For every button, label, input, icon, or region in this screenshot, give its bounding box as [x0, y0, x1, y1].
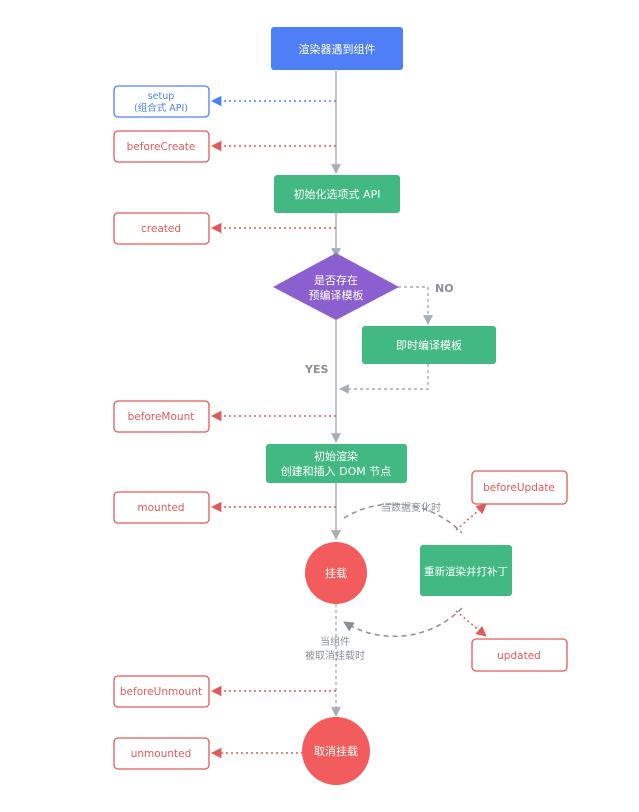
created-hook-label: created	[141, 223, 181, 235]
precompiled-decision-line1: 是否存在	[314, 273, 358, 287]
setup-hook-line1: setup	[148, 91, 175, 102]
updated-hook-label: updated	[497, 650, 541, 662]
update-arrow-updated	[455, 610, 487, 637]
before-mount-hook-box: beforeMount	[113, 400, 210, 433]
mounted-state-node: 挂载	[305, 542, 367, 604]
unmounted-hook-box: unmounted	[113, 737, 210, 770]
yes-label: YES	[304, 363, 328, 376]
before-create-hook-label: beforeCreate	[127, 141, 196, 153]
updated-hook-box: updated	[471, 638, 568, 672]
init-options-node: 初始化选项式 API	[274, 175, 400, 213]
rerender-patch-label: 重新渲染并打补丁	[424, 565, 508, 578]
mounted-hook-label: mounted	[137, 502, 184, 514]
before-mount-hook-label: beforeMount	[128, 411, 195, 423]
unmounted-state-label: 取消挂载	[314, 744, 358, 758]
setup-hook-line2: (组合式 API)	[134, 102, 188, 114]
before-update-hook-label: beforeUpdate	[483, 482, 555, 494]
precompiled-decision-line2: 预编译模板	[309, 288, 364, 302]
flow-arrow-decision-no	[398, 286, 433, 325]
before-unmount-hook-label: beforeUnmount	[120, 686, 202, 698]
renderer-node: 渲染器遇到组件	[271, 27, 403, 70]
init-options-node-label: 初始化选项式 API	[294, 187, 381, 201]
no-label: NO	[435, 282, 454, 295]
update-loop-upper-arc	[343, 503, 463, 534]
flow-arrow-jit-return	[339, 364, 429, 394]
precompiled-decision-node: 是否存在 预编译模板	[273, 253, 399, 320]
jit-compile-node-label: 即时编译模板	[396, 338, 462, 352]
on-unmount-line2: 被取消挂载时	[305, 649, 365, 662]
mounted-hook-box: mounted	[113, 491, 210, 524]
before-unmount-hook-box: beforeUnmount	[113, 675, 210, 708]
initial-render-line2: 创建和插入 DOM 节点	[281, 464, 392, 478]
update-arrow-before-update	[455, 503, 487, 531]
on-unmount-line1: 当组件	[320, 635, 350, 648]
unmounted-state-node: 取消挂载	[302, 717, 370, 785]
update-loop-lower-arc	[343, 607, 463, 638]
initial-render-node: 初始渲染 创建和插入 DOM 节点	[266, 444, 407, 483]
created-hook-box: created	[113, 212, 210, 245]
renderer-node-label: 渲染器遇到组件	[299, 42, 376, 56]
rerender-patch-node: 重新渲染并打补丁	[420, 545, 512, 596]
initial-render-line1: 初始渲染	[314, 449, 358, 463]
before-create-hook-box: beforeCreate	[113, 130, 210, 163]
unmounted-hook-label: unmounted	[131, 748, 192, 760]
jit-compile-node: 即时编译模板	[362, 326, 496, 364]
setup-hook-box: setup (组合式 API)	[113, 85, 210, 118]
before-update-hook-box: beforeUpdate	[471, 470, 568, 505]
mounted-state-label: 挂载	[325, 566, 347, 580]
on-data-change-label: 当数据变化时	[381, 501, 441, 514]
